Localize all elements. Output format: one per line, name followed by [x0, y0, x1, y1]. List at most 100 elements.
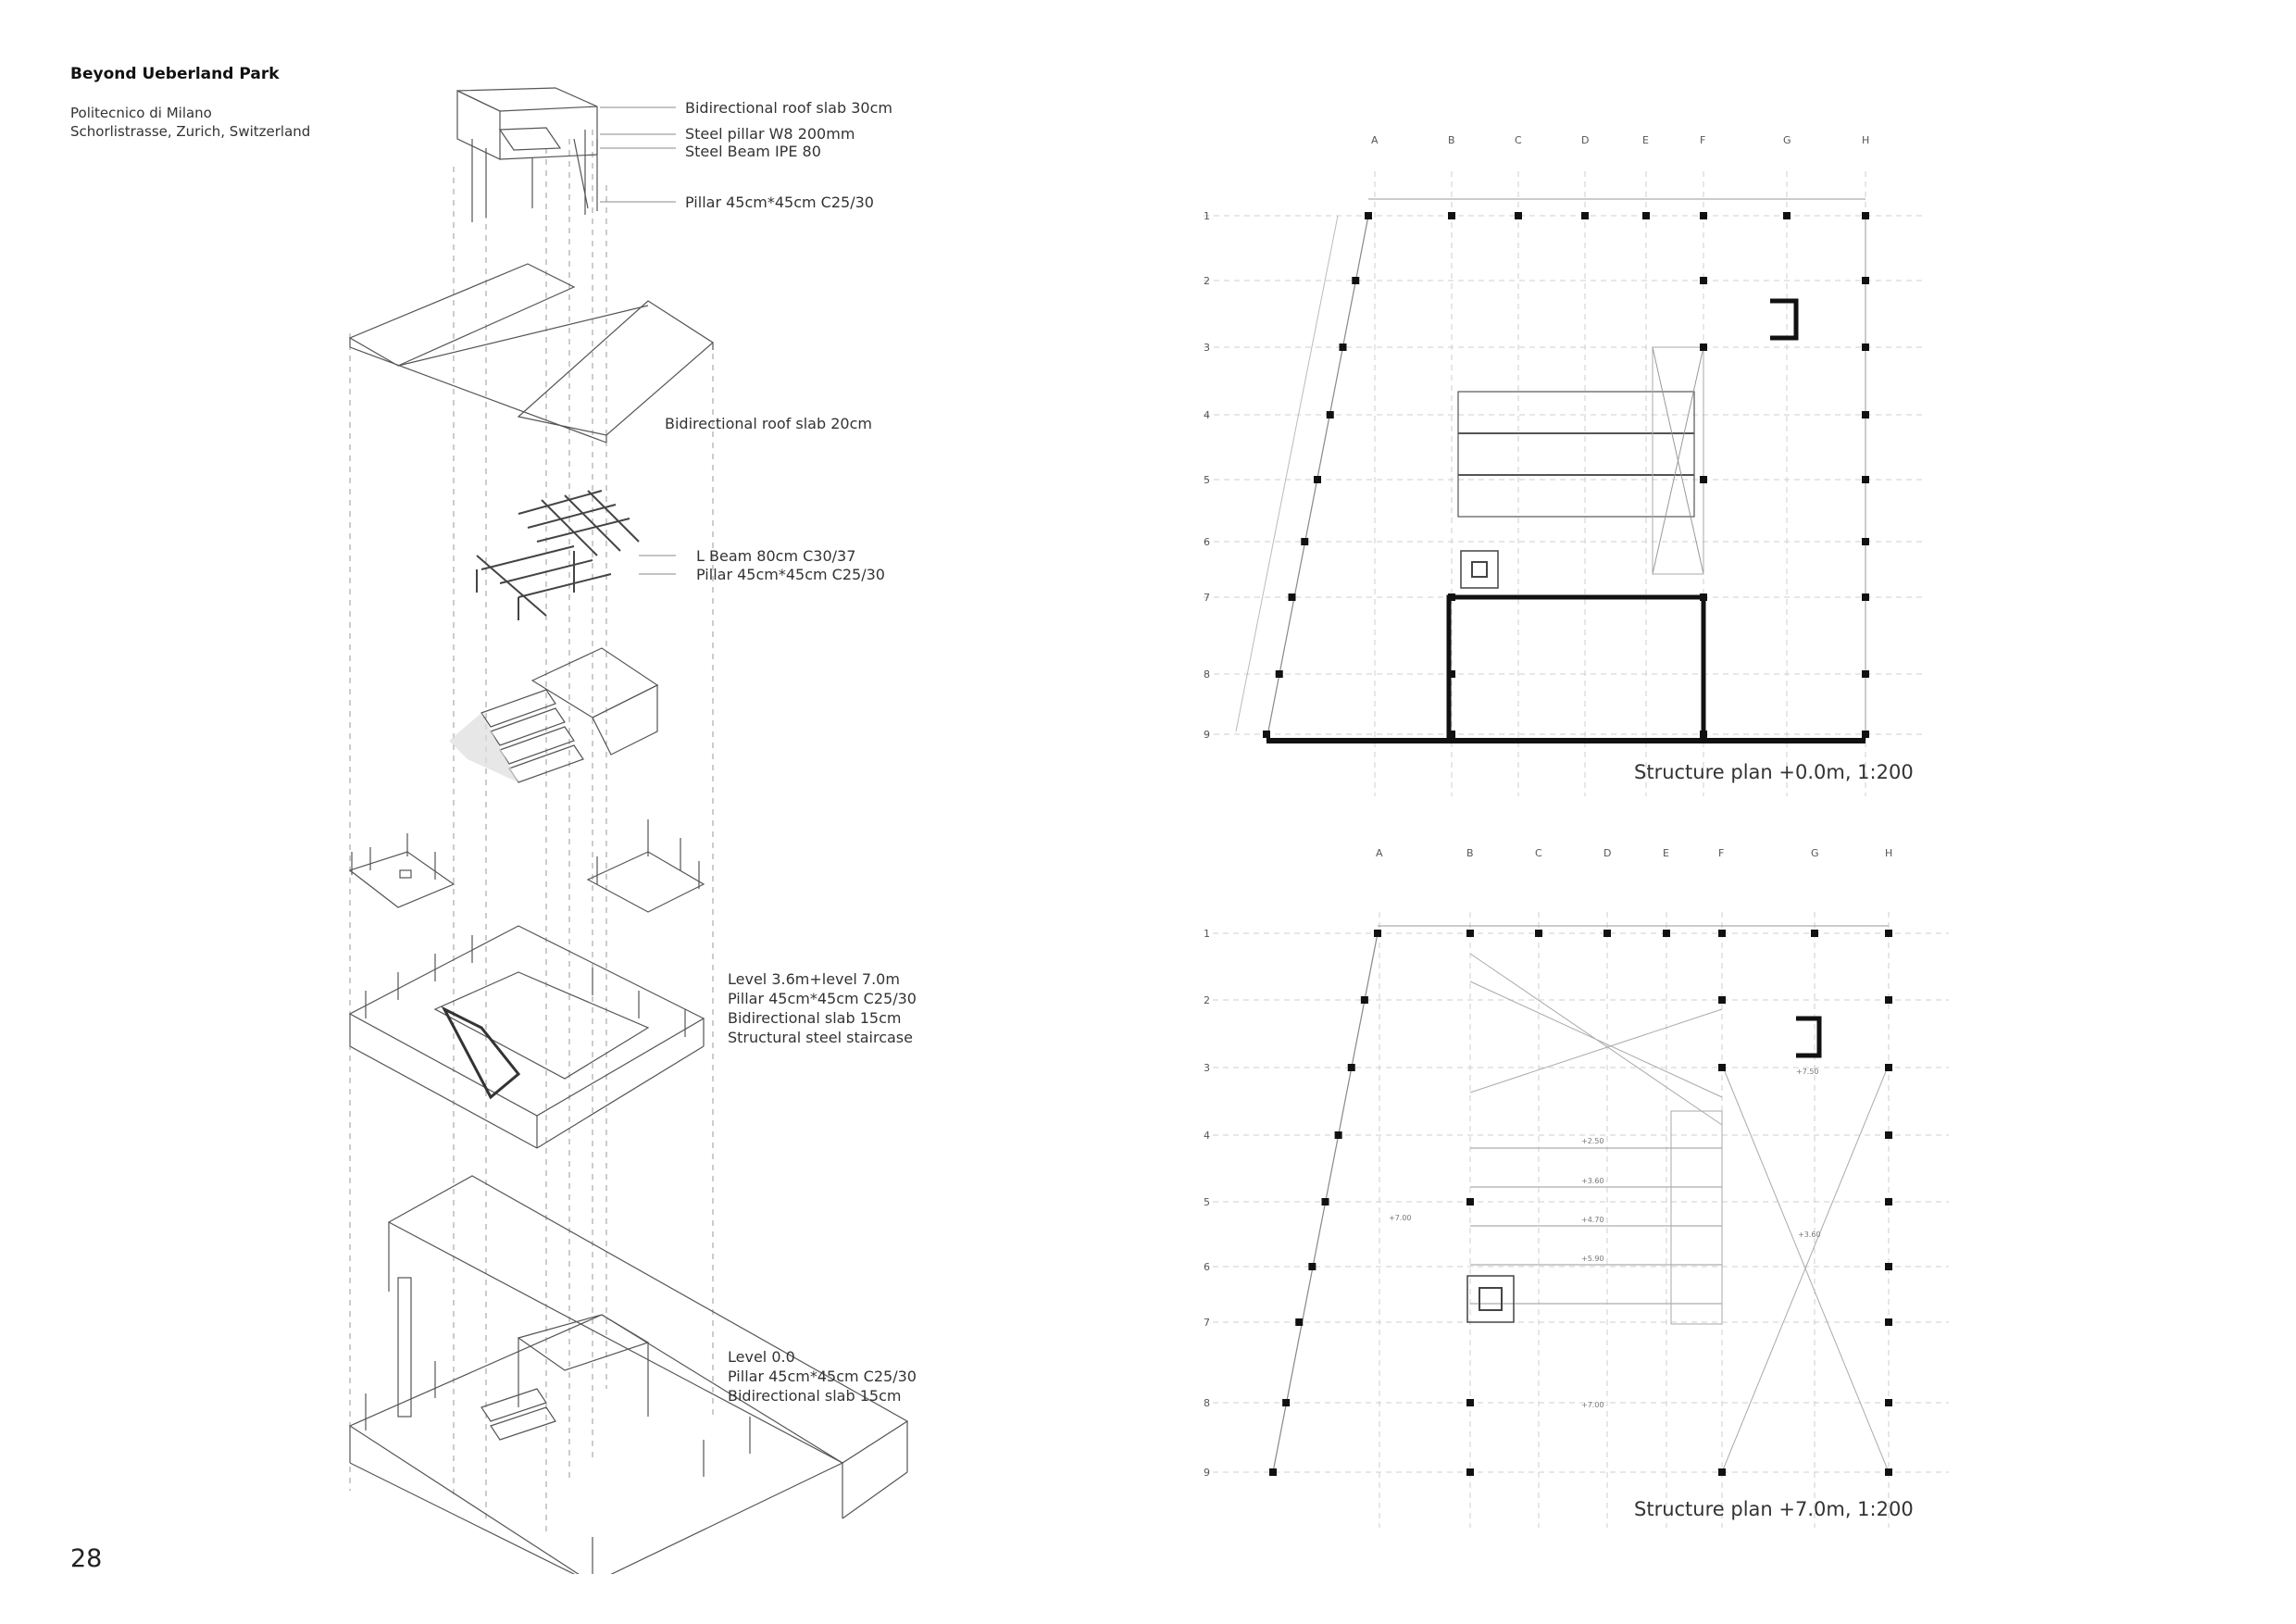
- plan0-pillar-15: [1862, 670, 1869, 678]
- plan7-axis-9: 9: [1204, 1467, 1210, 1479]
- mid-level-slabs: [348, 819, 705, 913]
- plan7-axis-F: F: [1718, 847, 1724, 859]
- axonometric-drawing: [348, 87, 909, 1574]
- plan7-pillar-20: [1603, 930, 1611, 937]
- upper-line-3: Bidirectional slab 15cm: [728, 1009, 902, 1027]
- plan0-pillar-14: [1275, 670, 1283, 678]
- plan7-grid: [1213, 912, 1949, 1528]
- plan0-pillar-22: [1700, 212, 1707, 219]
- plan0-axis-D: D: [1581, 134, 1589, 146]
- plan0-axis-1: 1: [1204, 210, 1210, 222]
- plan0-pillar-23: [1783, 212, 1791, 219]
- plan0-pillar-0: [1365, 212, 1372, 219]
- plan0-axis-4: 4: [1204, 409, 1210, 421]
- plan7-pillar-21: [1663, 930, 1670, 937]
- plan7-pillar-22: [1718, 930, 1726, 937]
- label-upper-levels: Level 3.6m+level 7.0m Pillar 45cm*45cm C…: [728, 969, 917, 1047]
- level-3-6-and-7-0: [348, 925, 705, 1149]
- ground-line-1: Level 0.0: [728, 1348, 795, 1366]
- beam-grid: [476, 490, 640, 620]
- plan0-axis-6: 6: [1204, 536, 1210, 548]
- plan7-axis-E: E: [1663, 847, 1669, 859]
- plan0-axis-B: B: [1448, 134, 1455, 146]
- plan0-axis-3: 3: [1204, 342, 1210, 354]
- label-roof-slab-20: Bidirectional roof slab 20cm: [665, 415, 872, 432]
- label-ground-level: Level 0.0 Pillar 45cm*45cm C25/30 Bidire…: [728, 1347, 917, 1405]
- plan7-level-mark: +7.50: [1796, 1068, 1819, 1076]
- plan7-level-mark: +7.00: [1581, 1401, 1604, 1409]
- plan7-pillar-7: [1885, 1131, 1892, 1139]
- top-pavilion: [456, 87, 598, 222]
- plan0-pillar-10: [1301, 538, 1309, 545]
- label-l-beam: L Beam 80cm C30/37: [696, 547, 856, 565]
- upper-line-4: Structural steel staircase: [728, 1029, 913, 1046]
- plan0-pillar-16: [1263, 731, 1270, 738]
- plan7-level-marks: +7.50+2.50+3.60+4.70+5.90+7.00+3.60+7.00: [1389, 1068, 1821, 1409]
- plan0-pillar-7: [1862, 411, 1869, 418]
- plan0-axis-5: 5: [1204, 474, 1210, 486]
- plan0-pillar-5: [1862, 344, 1869, 351]
- plan7-pillar-17: [1885, 1468, 1892, 1476]
- plan7-pillar-16: [1269, 1468, 1277, 1476]
- plan7-axis-6: 6: [1204, 1261, 1210, 1273]
- label-pillar-mid: Pillar 45cm*45cm C25/30: [696, 566, 885, 583]
- plan0-pillar-29: [1700, 731, 1707, 738]
- label-pillar-top: Pillar 45cm*45cm C25/30: [685, 194, 874, 211]
- plan7-pillar-1: [1885, 930, 1892, 937]
- plan0-axis-7: 7: [1204, 592, 1210, 604]
- plan7-pillar-24: [1885, 930, 1892, 937]
- plan0-grid: [1204, 171, 1926, 796]
- plan7-pillar-30: [1718, 1468, 1726, 1476]
- plan7-axis-H: H: [1885, 847, 1892, 859]
- roof-slab-20: [348, 263, 714, 443]
- plan0-axis-C: C: [1515, 134, 1522, 146]
- plan7-axis-C: C: [1535, 847, 1542, 859]
- plan7-pillar-26: [1466, 1399, 1474, 1406]
- plan7-level-mark: +5.90: [1581, 1255, 1604, 1263]
- plan7-pillar-18: [1466, 930, 1474, 937]
- plan0-pillar-17: [1862, 731, 1869, 738]
- plan0-pillar-27: [1448, 731, 1455, 738]
- plan7-pillar-12: [1295, 1318, 1304, 1326]
- plan7-axis-5: 5: [1204, 1196, 1210, 1208]
- plan7-pillar-0: [1374, 930, 1381, 937]
- plan7-axis-3: 3: [1204, 1062, 1210, 1074]
- plan0-pillar-6: [1326, 411, 1334, 418]
- plan0-pillar-20: [1581, 212, 1589, 219]
- plan0-pillar-19: [1515, 212, 1522, 219]
- plan7-level-mark: +7.00: [1389, 1214, 1412, 1222]
- project-title: Beyond Ueberland Park: [70, 65, 280, 83]
- address: Schorlistrasse, Zurich, Switzerland: [70, 123, 311, 140]
- plan0-axis-A: A: [1371, 134, 1379, 146]
- upper-line-1: Level 3.6m+level 7.0m: [728, 970, 900, 988]
- plan0-axis-9: 9: [1204, 729, 1210, 741]
- plan7-axis-2: 2: [1204, 994, 1210, 1006]
- plan7-pillar-19: [1535, 930, 1542, 937]
- plan7-pillar-29: [1718, 1064, 1726, 1071]
- plan7-pillar-3: [1885, 996, 1892, 1004]
- plan7-axis-B: B: [1466, 847, 1474, 859]
- label-steel-pillar: Steel pillar W8 200mm: [685, 125, 855, 143]
- ground-line-2: Pillar 45cm*45cm C25/30: [728, 1368, 917, 1385]
- plan7-level-mark: +2.50: [1581, 1137, 1604, 1145]
- plan7-level-mark: +4.70: [1581, 1216, 1604, 1224]
- plan7-pillar-2: [1360, 996, 1368, 1004]
- plan7-axis-7: 7: [1204, 1317, 1210, 1329]
- stair-block: [449, 647, 659, 783]
- plan0-pillar-12: [1288, 593, 1296, 601]
- plan0-pillar-4: [1339, 344, 1347, 351]
- page-number: 28: [70, 1544, 103, 1573]
- plan7-level-mark: +3.60: [1581, 1177, 1604, 1185]
- ground-line-3: Bidirectional slab 15cm: [728, 1387, 902, 1405]
- plan0-pillar-32: [1700, 476, 1707, 483]
- plan7-structure: [1272, 925, 1890, 1473]
- plan0-pillar-31: [1700, 344, 1707, 351]
- plan7-pillar-5: [1885, 1064, 1892, 1071]
- plan0-pillar-30: [1700, 277, 1707, 284]
- project-subtitle: Politecnico di Milano Schorlistrasse, Zu…: [70, 104, 310, 141]
- plan7-axis-4: 4: [1204, 1130, 1210, 1142]
